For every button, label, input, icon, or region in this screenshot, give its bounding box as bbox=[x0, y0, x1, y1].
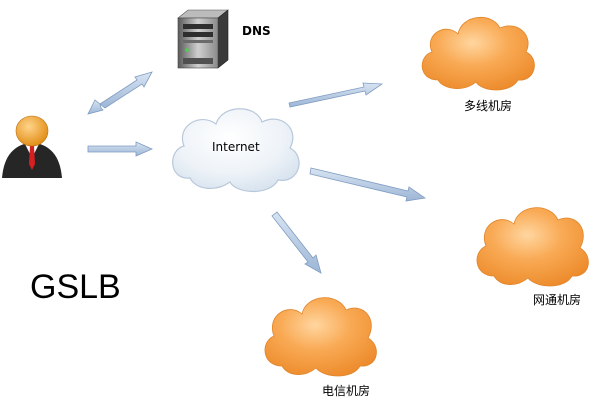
internet-label: Internet bbox=[212, 140, 260, 154]
telecom-idc-cloud-icon bbox=[264, 297, 377, 377]
arrow-user-dns bbox=[87, 71, 153, 115]
server-icon bbox=[177, 9, 229, 69]
telecom-idc-label: 电信机房 bbox=[322, 384, 371, 398]
arrow-internet-telecom bbox=[271, 211, 322, 274]
dns-label: DNS bbox=[242, 24, 271, 38]
multiline-idc-cloud-icon bbox=[421, 16, 535, 91]
multiline-idc-label: 多线机房 bbox=[464, 99, 513, 113]
arrow-internet-multiline bbox=[288, 82, 384, 108]
cnc-idc-cloud-icon bbox=[476, 207, 589, 287]
cnc-idc-label: 网通机房 bbox=[533, 293, 582, 307]
arrow-user-internet bbox=[87, 141, 153, 157]
internet-cloud-icon bbox=[172, 108, 300, 192]
diagram-title: GSLB bbox=[30, 268, 121, 306]
arrow-internet-cnc bbox=[309, 167, 427, 202]
user-icon bbox=[2, 115, 62, 178]
